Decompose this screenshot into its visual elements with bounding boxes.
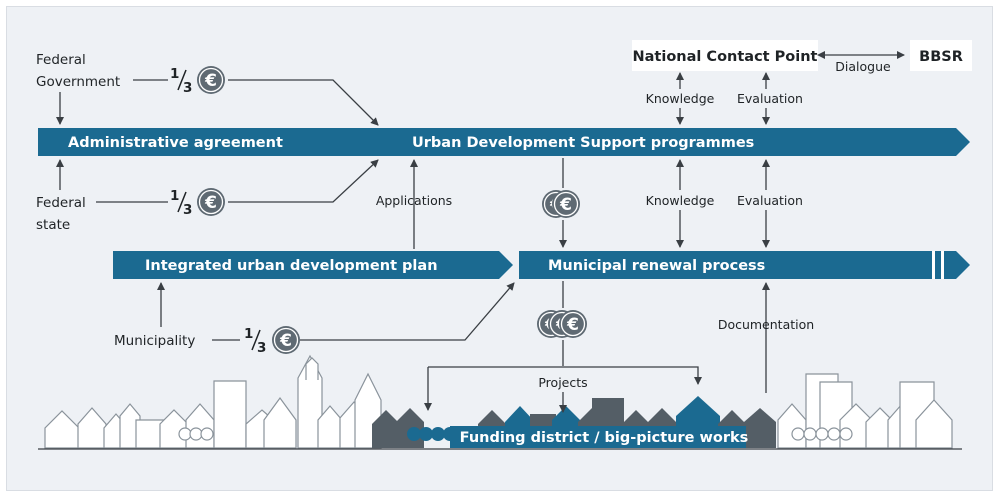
federal-state-label-1: Federal [36,195,86,211]
bbsr-box [910,40,972,71]
dialogue-label: Dialogue [835,59,891,74]
bar-stripe-1 [932,251,935,279]
federal-government-label-2: Government [36,74,120,90]
skyline [44,354,953,449]
federal-state-label-2: state [36,217,70,233]
urban-development-bar [381,128,970,156]
integrated-plan-bar [113,251,513,279]
municipal-renewal-bar [519,251,970,279]
euro-coin-stack-3-icon [536,309,588,339]
euro-coin-icon [196,65,226,95]
svg-text:3: 3 [183,202,192,218]
svg-text:3: 3 [257,340,266,356]
bar-stripe-2 [941,251,944,279]
urban-development-label: Urban Development Support programmes [412,135,754,151]
knowledge-mid-label: Knowledge [646,193,715,208]
svg-text:1: 1 [244,326,253,342]
share-federal-state: 1 3 [170,188,192,218]
municipality-label: Municipality [114,333,195,349]
national-contact-point-label: National Contact Point [633,49,818,65]
funding-district-label: Funding district / big-picture works [460,430,749,446]
national-contact-point-box [632,40,818,71]
flow-arrows [56,72,770,413]
euro-coin-stack-2-icon [541,189,581,219]
svg-text:1: 1 [170,188,179,204]
municipal-renewal-label: Municipal renewal process [548,258,765,274]
euro-coin-icon [271,325,301,355]
share-federal-government: 1 3 [170,66,192,96]
federal-government-label-1: Federal [36,52,86,68]
svg-text:1: 1 [170,66,179,82]
bbsr-label: BBSR [919,49,963,65]
share-municipality: 1 3 [244,326,266,356]
funding-district-bar [450,426,746,448]
projects-label: Projects [538,375,587,390]
integrated-plan-label: Integrated urban development plan [145,258,438,274]
evaluation-mid-label: Evaluation [737,193,803,208]
administrative-agreement-label: Administrative agreement [68,135,283,151]
applications-label: Applications [376,193,452,208]
knowledge-top-label: Knowledge [646,91,715,106]
administrative-agreement-bar [38,128,398,156]
documentation-label: Documentation [718,317,814,332]
evaluation-top-label: Evaluation [737,91,803,106]
svg-text:3: 3 [183,80,192,96]
euro-coin-icon [196,187,226,217]
